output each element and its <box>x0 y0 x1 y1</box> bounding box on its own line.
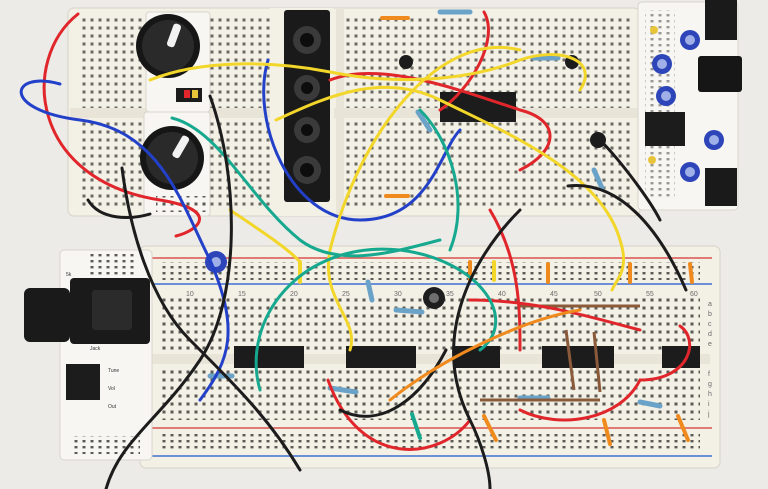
column-label: 30 <box>394 291 402 298</box>
column-label: 60 <box>690 291 698 298</box>
column-label: 50 <box>594 291 602 298</box>
column-label: 20 <box>290 291 298 298</box>
column-labels: 10 15 20 25 30 35 40 45 50 55 60 <box>186 291 698 298</box>
ic-chip <box>662 346 700 368</box>
column-label: 40 <box>498 291 506 298</box>
column-label: 10 <box>186 291 194 298</box>
jack-board-label: Tune <box>108 368 119 374</box>
wire-teal <box>170 108 498 392</box>
row-label: e <box>708 341 712 348</box>
row-label: i <box>708 401 710 408</box>
wire-orange <box>388 308 582 402</box>
column-label: 15 <box>238 291 246 298</box>
jack-board-label: Out <box>108 404 117 410</box>
column-label: 55 <box>646 291 654 298</box>
knob-bottom <box>140 126 204 190</box>
row-label: f <box>708 371 710 378</box>
row-label: a <box>708 301 712 308</box>
jack-board-label: 5k <box>66 272 72 278</box>
capacitor <box>423 287 445 309</box>
breadboard-bottom <box>139 245 721 469</box>
ic-chip <box>234 346 304 368</box>
wire-yellow <box>148 46 626 352</box>
ic-chip <box>454 346 500 368</box>
jack-board-label: Vol <box>108 386 115 392</box>
ic-chip <box>346 346 416 368</box>
row-label: b <box>708 311 712 318</box>
jack-board: 5k Jack Tune Vol Out <box>24 249 153 461</box>
column-label: 45 <box>550 291 558 298</box>
short-jumpers <box>298 16 694 446</box>
row-label: h <box>708 391 712 398</box>
resistors <box>207 9 663 409</box>
jack-board-label: Jack <box>90 346 101 352</box>
column-label: 35 <box>446 291 454 298</box>
column-label: 25 <box>342 291 350 298</box>
row-label: c <box>708 321 712 328</box>
power-supply-board <box>637 0 742 211</box>
row-label: g <box>708 381 712 388</box>
ic-chip <box>542 346 614 368</box>
row-label: j <box>707 411 710 418</box>
row-labels: a b c d e f g h i j <box>707 301 712 418</box>
row-label: d <box>708 331 712 338</box>
wire-blue <box>19 58 462 402</box>
knob-top <box>136 14 200 78</box>
